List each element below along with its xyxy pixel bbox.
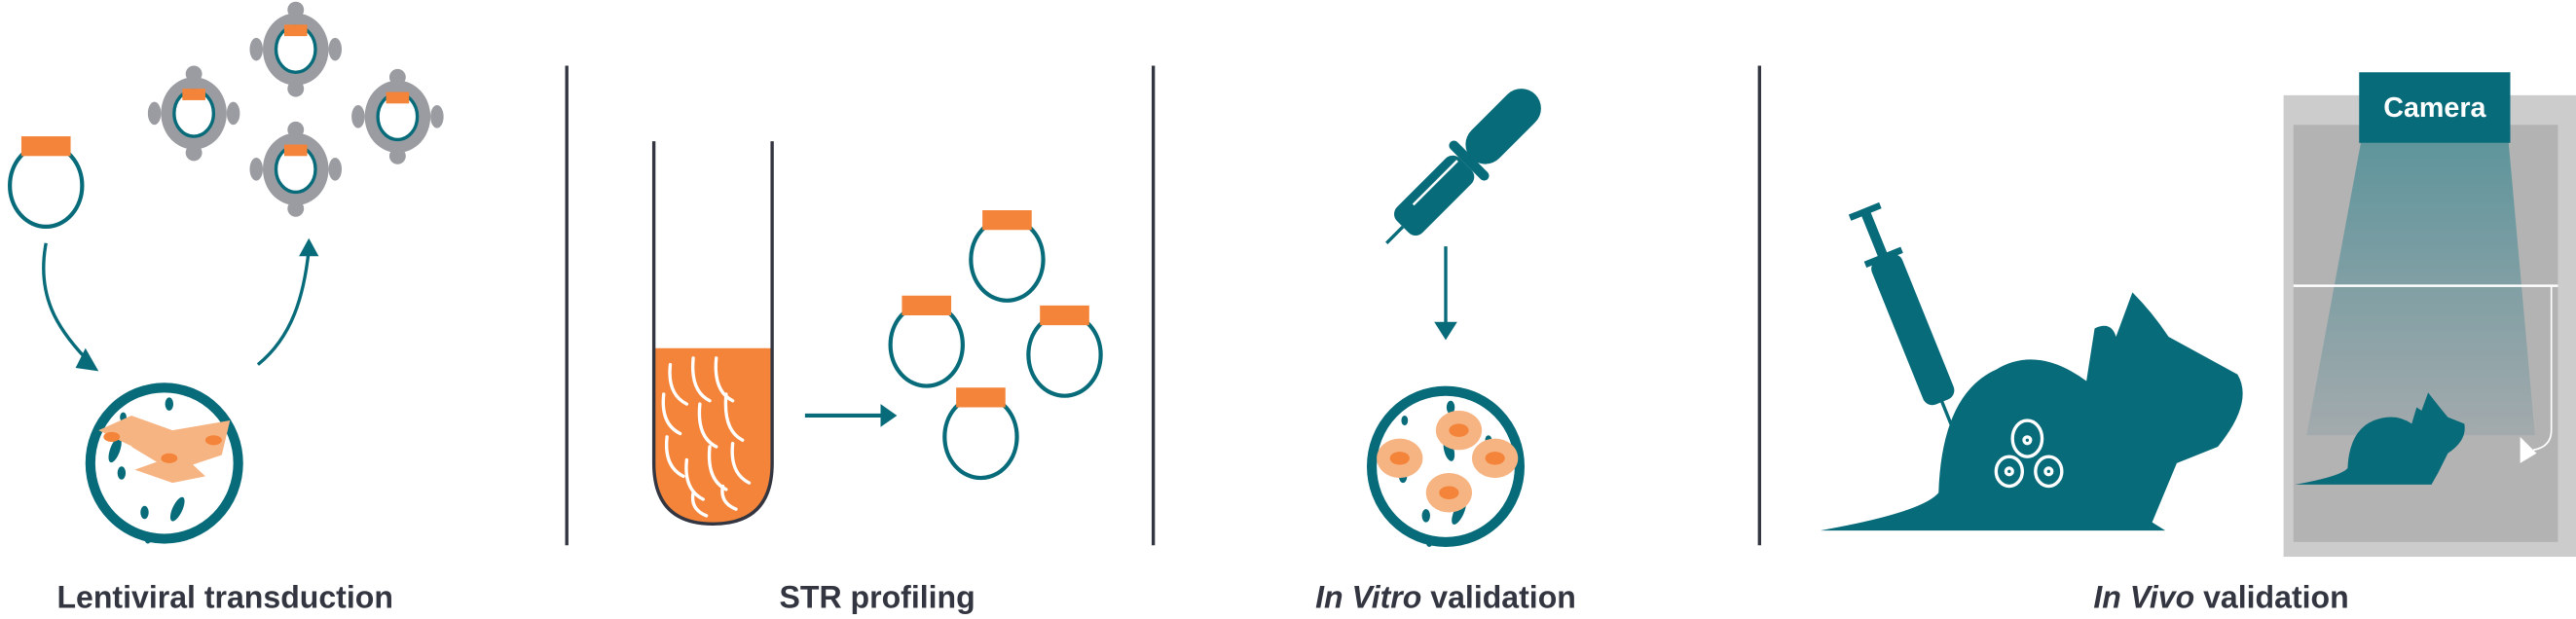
vector-plasmid-icon — [944, 387, 1016, 478]
virus-particle-icon — [350, 67, 446, 166]
camera-label: Camera — [2383, 92, 2486, 124]
in-vivo-panel: Camera In Vivo validation — [1820, 72, 2576, 614]
tumor-cells-icon — [1994, 419, 2064, 489]
pipette-icon — [1385, 89, 1541, 244]
mouse-silhouette-icon — [2295, 392, 2465, 485]
step-label: Lentiviral transduction — [56, 579, 392, 614]
vector-plasmid-icon — [971, 210, 1043, 301]
vector-plasmid-icon — [1028, 306, 1100, 396]
virus-particle-icon — [247, 120, 344, 219]
mouse-silhouette-icon — [1820, 292, 2243, 531]
step-label: In Vitro validation — [1315, 579, 1576, 614]
curved-arrow-icon — [256, 249, 311, 366]
curved-arrow-icon — [42, 242, 87, 360]
in-vitro-panel: In Vitro validation — [1315, 89, 1576, 614]
step-label: STR profiling — [780, 579, 975, 614]
lentiviral-panel: Lentiviral transduction — [10, 0, 446, 614]
vector-plasmid-icon — [891, 296, 963, 386]
virus-particle-icon — [146, 63, 242, 164]
petri-dish-icon — [91, 387, 239, 543]
virus-particle-icon — [247, 0, 344, 99]
test-tube-icon — [651, 141, 774, 527]
petri-dish-icon — [1372, 391, 1520, 547]
vector-plasmid-icon — [10, 136, 82, 227]
imaging-chamber: Camera — [2283, 72, 2576, 558]
step-label: In Vivo validation — [2093, 579, 2348, 614]
camera-box — [2359, 72, 2511, 143]
str-panel: STR profiling — [651, 141, 1101, 614]
light-cone — [2306, 142, 2535, 436]
